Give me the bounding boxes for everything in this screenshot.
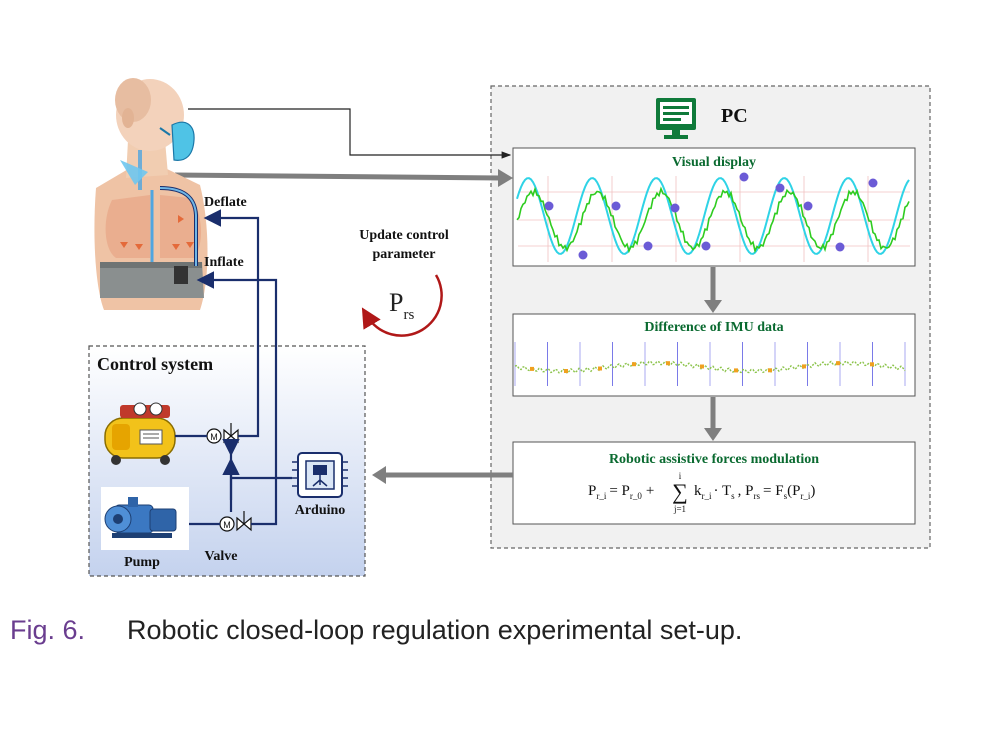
measured-waveform (516, 186, 910, 254)
prs-symbol: Prs (389, 288, 414, 323)
control-system-title: Control system (97, 354, 213, 374)
svg-text:M: M (210, 432, 218, 442)
robotic-box (512, 441, 916, 525)
sample-point-8 (803, 201, 813, 211)
update-loop-arrow (361, 274, 443, 337)
visual-display-chart (516, 172, 910, 262)
sample-point-10 (868, 178, 878, 188)
arduino-label: Arduino (295, 503, 346, 518)
deflate-label: Deflate (204, 195, 247, 210)
robotic-title: Robotic assistive forces modulation (609, 452, 819, 467)
update-label-line2: parameter (373, 247, 436, 262)
update-label-line1: Update control (359, 228, 449, 243)
imu-chart (514, 342, 906, 386)
pump-label: Pump (124, 555, 160, 570)
svg-text:∑: ∑ (672, 479, 688, 504)
sample-point-4 (670, 203, 680, 213)
inflate-label: Inflate (204, 255, 244, 270)
svg-text:M: M (223, 520, 231, 530)
monitor-icon (656, 98, 696, 139)
human-subject (94, 78, 208, 310)
valve-bottom-icon: M (219, 511, 252, 532)
svg-text:kr_i· Ts, Prs= Fs(Pr_i): kr_i· Ts, Prs= Fs(Pr_i) (694, 483, 815, 501)
control-formula: Pr_i= Pr_0+ i ∑ j=1 kr_i· Ts, Prs= Fs(Pr… (588, 471, 815, 514)
sample-point-6 (739, 172, 749, 182)
sample-point-2 (611, 201, 621, 211)
visual-display-title: Visual display (672, 155, 756, 170)
reference-waveform (516, 177, 910, 255)
arduino-chip-icon (292, 452, 348, 498)
sample-point-1 (578, 250, 588, 260)
sample-point-3 (643, 241, 653, 251)
svg-text:j=1: j=1 (673, 504, 686, 514)
svg-text:i: i (679, 471, 682, 481)
figure-caption: Fig. 6. Robotic closed-loop regulation ex… (10, 615, 742, 646)
pneumatic-lines (175, 209, 292, 526)
figure-caption-text: Robotic closed-loop regulation experimen… (127, 615, 743, 645)
arrow-human-to-visual (174, 172, 501, 181)
sample-point-5 (701, 241, 711, 251)
pc-title: PC (721, 105, 748, 127)
air-compressor-icon (104, 402, 176, 465)
sample-point-0 (544, 201, 554, 211)
pump-icon (104, 497, 177, 538)
sample-point-7 (775, 183, 785, 193)
sample-point-9 (835, 242, 845, 252)
imu-title: Difference of IMU data (644, 320, 783, 335)
figure-number: Fig. 6. (10, 615, 86, 645)
svg-text:Pr_i= Pr_0+: Pr_i= Pr_0+ (588, 483, 654, 501)
valve-label: Valve (205, 549, 238, 564)
mask-signal-line (188, 108, 512, 159)
